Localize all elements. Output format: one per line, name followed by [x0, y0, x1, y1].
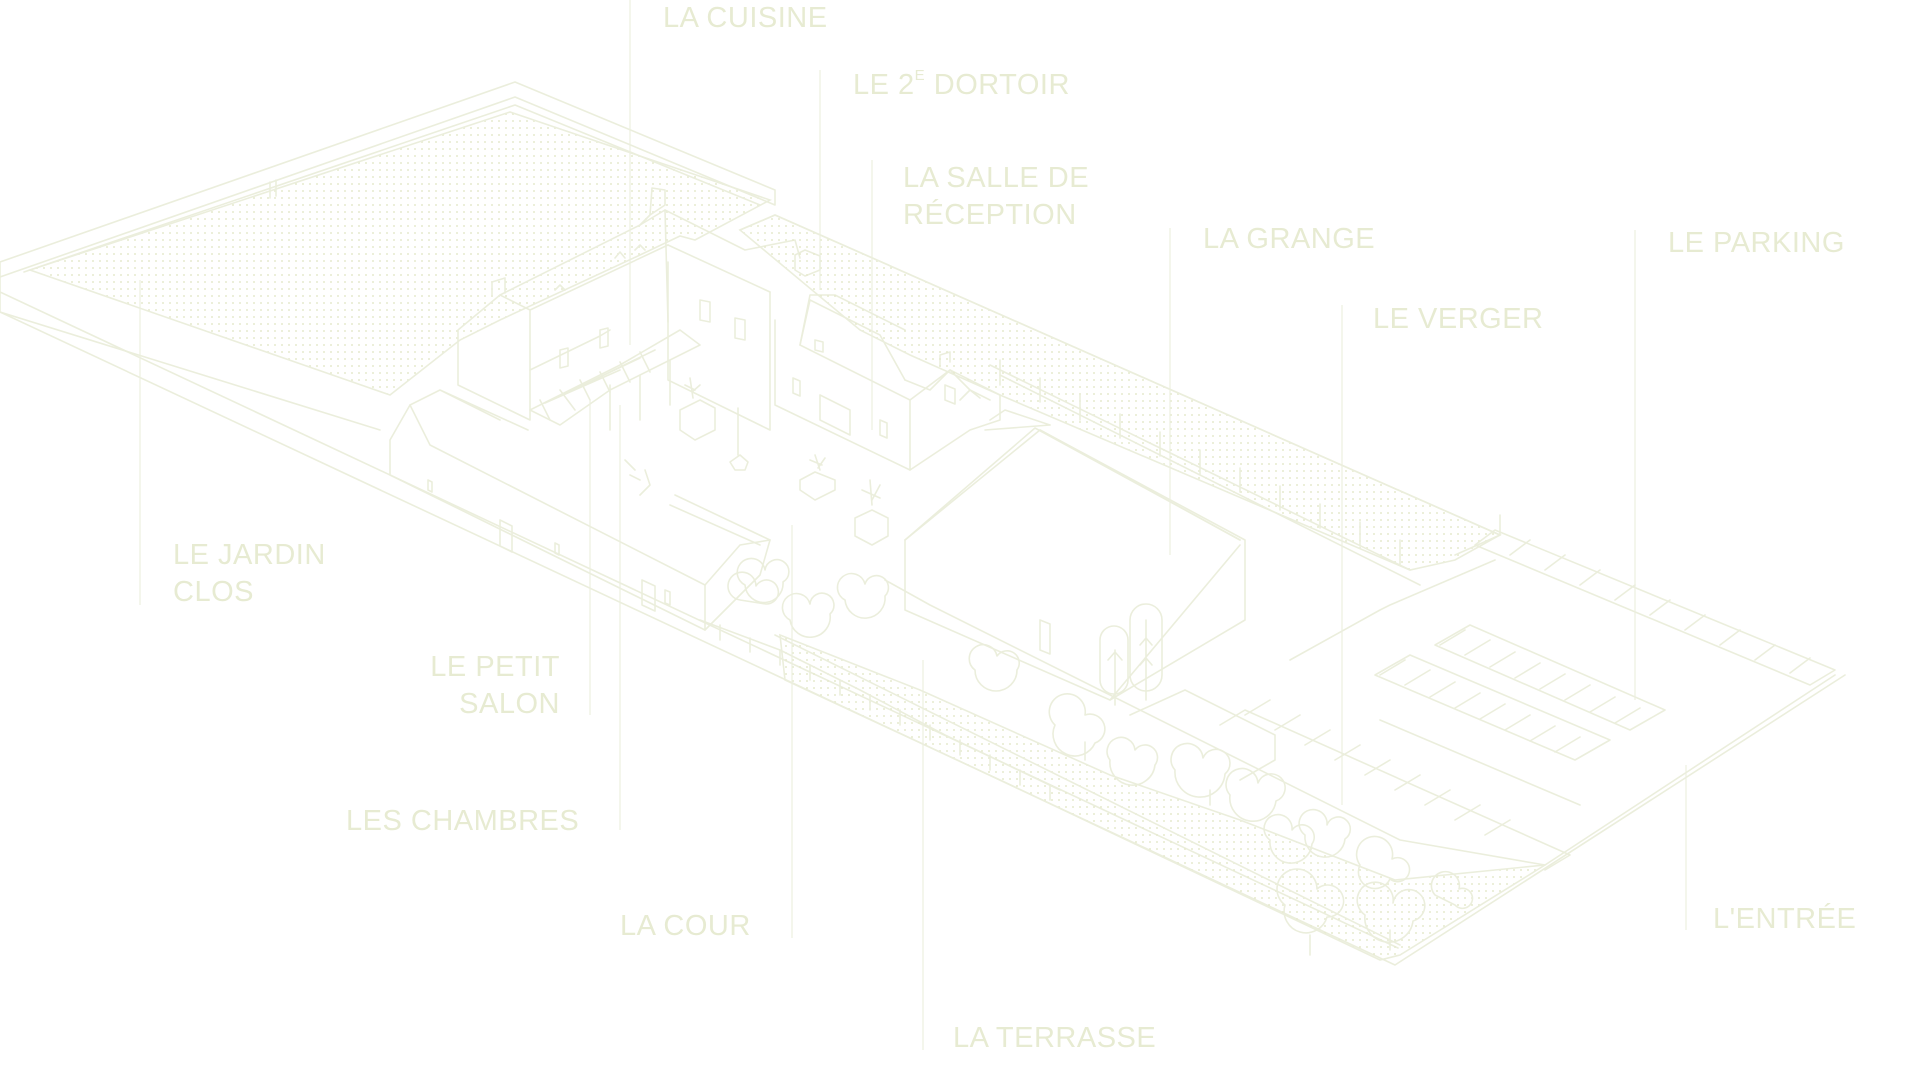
rear-strip [738, 214, 1502, 586]
label-cuisine: LA CUISINE [663, 2, 828, 34]
petit-salon-wing [389, 389, 771, 631]
label-petit-salon: LE PETIT SALON [400, 649, 560, 723]
main-house [457, 187, 801, 431]
label-salle-reception: LA SALLE DE RÉCEPTION [903, 160, 1089, 234]
barn [904, 409, 1246, 701]
label-dortoir: LE 2E DORTOIR [853, 67, 1070, 104]
label-petit-salon-line1: LE PETIT [430, 651, 560, 683]
label-grange: LA GRANGE [1203, 223, 1376, 255]
label-entree: L'ENTRÉE [1713, 903, 1857, 935]
parking-lot [1289, 529, 1836, 806]
courtyard [624, 377, 889, 546]
walled-garden [0, 81, 776, 431]
label-petit-salon-line2: SALON [459, 688, 560, 720]
label-jardin-clos-line1: LE JARDIN [173, 539, 326, 571]
label-parking: LE PARKING [1668, 227, 1845, 259]
trees [727, 557, 1474, 956]
label-jardin-clos: LE JARDIN CLOS [173, 537, 326, 611]
label-cour: LA COUR [620, 910, 751, 942]
entrance [1544, 674, 1836, 866]
label-salle-reception-line2: RÉCEPTION [903, 199, 1077, 231]
label-verger: LE VERGER [1373, 303, 1544, 335]
label-salle-reception-line1: LA SALLE DE [903, 162, 1090, 194]
label-jardin-clos-line2: CLOS [173, 576, 254, 608]
leader-lines [139, 0, 1687, 1050]
label-dortoir-prefix: LE 2 [853, 69, 915, 101]
label-dortoir-sup: E [914, 67, 926, 84]
label-terrasse: LA TERRASSE [953, 1022, 1157, 1054]
orchard-terrace [699, 579, 1571, 961]
label-chambres: LES CHAMBRES [346, 805, 580, 837]
label-dortoir-rest: DORTOIR [925, 69, 1070, 101]
